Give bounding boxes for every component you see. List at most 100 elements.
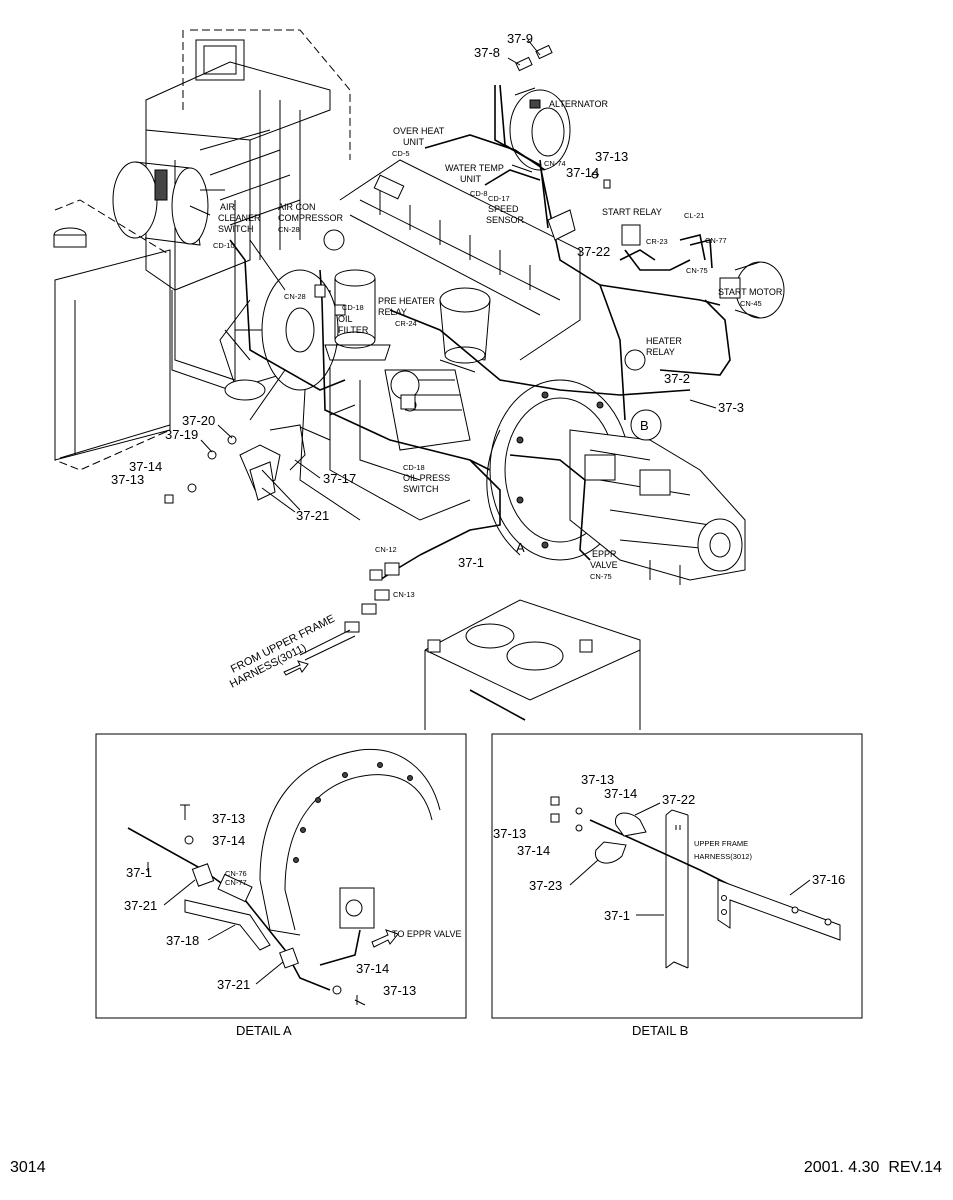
cn75-label: CN-75 — [686, 266, 708, 275]
over-heat-unit-label: OVER HEAT — [393, 126, 445, 136]
cd10-label: CD-10 — [213, 241, 235, 250]
detail-b-callout-37-22: 37-22 — [662, 792, 695, 807]
detail-a-callout-37-13: 37-13 — [212, 811, 245, 826]
cn28-label: CN-28 — [278, 225, 300, 234]
detail-b-callout-37-13b: 37-13 — [493, 826, 526, 841]
detail-a-callout-37-13b: 37-13 — [383, 983, 416, 998]
detail-a-callout-37-14b: 37-14 — [356, 961, 389, 976]
oil-press-switch-label-2: SWITCH — [403, 484, 439, 494]
detail-b-callout-37-14a: 37-14 — [604, 786, 637, 801]
callout-37-13b: 37-13 — [111, 472, 144, 487]
pre-heater-relay-label: PRE HEATER — [378, 296, 435, 306]
to-eppr-valve-label: TO EPPR VALVE — [392, 929, 462, 939]
detail-b-callout-37-16: 37-16 — [812, 872, 845, 887]
oil-filter — [324, 269, 391, 361]
cn77-label: CN-77 — [705, 236, 727, 245]
start-relay-label: START RELAY — [602, 207, 662, 217]
page-number: 3014 — [10, 1159, 46, 1176]
speed-sensor-label-2: SENSOR — [486, 215, 525, 225]
air-cleaner — [112, 161, 225, 246]
speed-sensor-label: SPEED — [488, 204, 519, 214]
from-upper-frame-arrow — [283, 660, 309, 676]
water-temp-unit-label-2: UNIT — [460, 174, 481, 184]
air-cleaner-label-2: CLEANER — [218, 213, 261, 223]
oil-press-switch-label: OIL PRESS — [403, 473, 450, 483]
detail-a-callout-37-21a: 37-21 — [124, 898, 157, 913]
aircon-compressor-label: AIR CON — [278, 202, 316, 212]
cn12-label: CN-12 — [375, 545, 397, 554]
air-cleaner-label-3: SWITCH — [218, 224, 254, 234]
detail-b-callout-37-14b: 37-14 — [517, 843, 550, 858]
detail-b-callout-37-13a: 37-13 — [581, 772, 614, 787]
cd8-label: CD-8 — [470, 189, 488, 198]
cl21-label: CL-21 — [684, 211, 704, 220]
upper-frame-harness-label-2: HARNESS(3012) — [694, 852, 752, 861]
radiator-assembly — [145, 29, 351, 391]
callout-37-17: 37-17 — [323, 471, 356, 486]
water-temp-unit-label: WATER TEMP — [445, 163, 504, 173]
main-illustration — [53, 29, 785, 730]
cd5-label: CD-5 — [392, 149, 410, 158]
callout-37-14b: 37-14 — [129, 459, 162, 474]
pre-heater-relay-label-2: RELAY — [378, 307, 407, 317]
detail-a-callout-37-21b: 37-21 — [217, 977, 250, 992]
cr24-label: CR-24 — [395, 319, 417, 328]
part-callouts: 37-9 37-8 37-13 37-14 37-22 37-2 37-3 37… — [111, 31, 744, 570]
oil-filter-label-2: FILTER — [338, 325, 369, 335]
eppr-valve-label: EPPR — [592, 549, 617, 559]
start-motor — [719, 261, 785, 319]
callout-37-9: 37-9 — [507, 31, 533, 46]
cn75-label-2: CN-75 — [590, 572, 612, 581]
fuel-pump — [359, 369, 471, 481]
component-labels: ALTERNATOR OVER HEAT UNIT CD-5 WATER TEM… — [213, 99, 783, 691]
detail-a-callout-37-14: 37-14 — [212, 833, 245, 848]
callout-37-20: 37-20 — [182, 413, 215, 428]
callout-37-21: 37-21 — [296, 508, 329, 523]
detail-a-cn76-label: CN-76 — [225, 869, 247, 878]
detail-b-callout-37-23: 37-23 — [529, 878, 562, 893]
callout-37-8: 37-8 — [474, 45, 500, 60]
cn12-cn13-connectors — [299, 562, 400, 661]
cd18-label-2: CD-18 — [403, 463, 425, 472]
alternator — [509, 87, 571, 173]
callout-37-1: 37-1 — [458, 555, 484, 570]
hydraulic-tank — [53, 199, 171, 471]
heater-relay-label: HEATER — [646, 336, 682, 346]
view-b-marker: B — [640, 418, 649, 433]
aircon-compressor-label-2: COMPRESSOR — [278, 213, 344, 223]
view-a-marker: A — [516, 540, 525, 555]
start-motor-label: START MOTOR — [718, 287, 783, 297]
cn13-label: CN-13 — [393, 590, 415, 599]
alternator-label: ALTERNATOR — [549, 99, 609, 109]
over-heat-unit-label-2: UNIT — [403, 137, 424, 147]
detail-b-caption: DETAIL B — [632, 1023, 688, 1038]
detail-b: UPPER FRAME HARNESS(3012) 37-13 37-14 37… — [491, 733, 863, 1038]
callout-37-13: 37-13 — [595, 149, 628, 164]
callout-37-2: 37-2 — [664, 371, 690, 386]
detail-a-caption: DETAIL A — [236, 1023, 292, 1038]
oil-filter-label: OIL — [338, 314, 353, 324]
detail-a-callout-37-18: 37-18 — [166, 933, 199, 948]
footer: 3014 2001. 4.30 REV.14 — [10, 1159, 942, 1176]
detail-a-cn77-label: CN-77 — [225, 878, 247, 887]
detail-a-frame — [95, 733, 467, 1019]
air-cleaner-label: AIR — [220, 202, 236, 212]
callout-37-3: 37-3 — [718, 400, 744, 415]
callout-37-22: 37-22 — [577, 244, 610, 259]
eppr-valve-label-2: VALVE — [590, 560, 618, 570]
callout-37-19: 37-19 — [165, 427, 198, 442]
detail-a-callout-37-1: 37-1 — [126, 865, 152, 880]
main-pump — [569, 429, 746, 585]
heater-relay-label-2: RELAY — [646, 347, 675, 357]
cr23-label: CR-23 — [646, 237, 668, 246]
detail-a: CN-76 CN-77 TO EPPR VALVE 37-13 37-14 37… — [95, 733, 467, 1038]
cn74-label: CN-74 — [544, 159, 566, 168]
detail-b-callout-37-1: 37-1 — [604, 908, 630, 923]
revision-stamp: 2001. 4.30 REV.14 — [804, 1159, 942, 1176]
upper-frame-harness-label: UPPER FRAME — [694, 839, 748, 848]
callout-37-14: 37-14 — [566, 165, 599, 180]
view-b-circle — [630, 409, 662, 441]
fuel-tank — [424, 599, 641, 730]
engine-block — [219, 159, 581, 521]
